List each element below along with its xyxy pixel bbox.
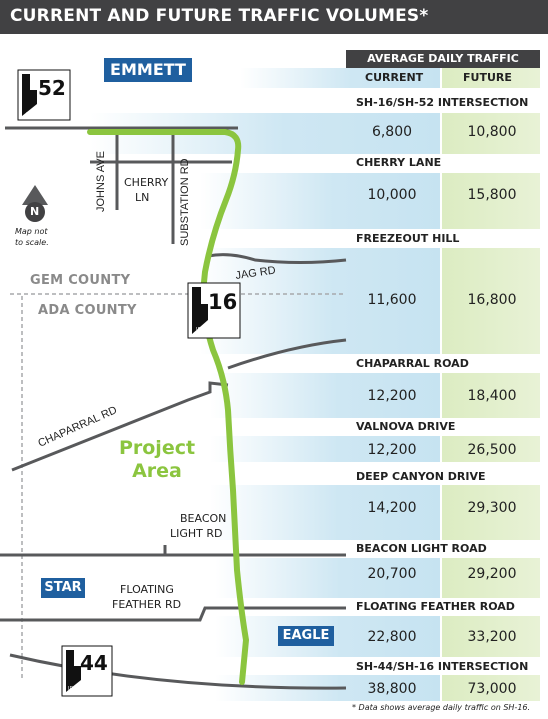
current-value: 38,800 [367, 681, 417, 697]
local-roads [0, 126, 347, 690]
footnote: * Data shows average daily traffic on SH… [352, 703, 531, 712]
shield-52-state: IDAHO [26, 112, 43, 118]
segment-label: CHAPARRAL ROAD [356, 357, 469, 370]
current-value: 12,200 [367, 442, 417, 458]
segment-label: DEEP CANYON DRIVE [356, 470, 486, 483]
future-column-header: FUTURE [463, 71, 512, 84]
north-arrow-icon [22, 185, 48, 222]
segment-label: CHERRY LANE [356, 156, 442, 169]
shield-52-number: 52 [38, 76, 66, 100]
current-value: 6,800 [371, 124, 413, 140]
current-value: 10,000 [367, 187, 417, 203]
current-column-header: CURRENT [365, 71, 424, 84]
scale-note-line1: Map not [15, 227, 48, 236]
idaho-shield-44-icon [61, 645, 113, 697]
page-title: CURRENT AND FUTURE TRAFFIC VOLUMES* [10, 6, 429, 26]
city-emmett-badge: EMMETT [104, 58, 192, 82]
cherry-ln-label-line2: LN [135, 191, 150, 204]
county-line [10, 293, 346, 680]
johns-ave-label: JOHNS AVE [95, 151, 107, 212]
table-header: AVERAGE DAILY TRAFFIC [367, 52, 519, 65]
current-value: 11,600 [367, 292, 417, 308]
future-value: 18,400 [467, 388, 517, 404]
current-value: 12,200 [367, 388, 417, 404]
current-value: 20,700 [367, 566, 417, 582]
future-value: 26,500 [467, 442, 517, 458]
current-value: 22,800 [367, 629, 417, 645]
project-route-sh16 [87, 129, 249, 685]
shield-44-state: IDAHO [68, 686, 85, 692]
jag-rd-label: JAG RD [235, 264, 277, 282]
table-header-bar: AVERAGE DAILY TRAFFIC [346, 50, 540, 68]
city-star-badge: STAR [41, 578, 85, 598]
beacon-light-label-line1: BEACON [180, 512, 227, 525]
future-value: 10,800 [467, 124, 517, 140]
current-value: 14,200 [367, 500, 417, 516]
shield-44-number: 44 [80, 651, 108, 675]
scale-note-line2: to scale. [15, 238, 49, 247]
future-value: 73,000 [467, 681, 517, 697]
city-eagle-badge: EAGLE [278, 626, 334, 646]
future-value: 29,200 [467, 566, 517, 582]
north-letter: N [30, 205, 40, 218]
shield-16-state: IDAHO [196, 327, 213, 333]
future-value: 29,300 [467, 500, 517, 516]
future-value: 16,800 [467, 292, 517, 308]
segment-label: SH-16/SH-52 INTERSECTION [356, 96, 529, 109]
future-value: 33,200 [467, 629, 517, 645]
floating-feather-label-line1: FLOATING [120, 583, 174, 596]
ada-county-label: ADA COUNTY [38, 303, 137, 318]
substation-rd-label: SUBSTATION RD [179, 158, 191, 246]
segment-label: FREEZEOUT HILL [356, 232, 460, 245]
future-value: 15,800 [467, 187, 517, 203]
cherry-ln-label-line1: CHERRY [124, 176, 169, 189]
floating-feather-label-line2: FEATHER RD [112, 598, 182, 611]
idaho-shield-52-icon [17, 69, 71, 121]
segment-label: SH-44/SH-16 INTERSECTION [356, 660, 529, 673]
segment-label: BEACON LIGHT ROAD [356, 542, 487, 555]
title-bar: CURRENT AND FUTURE TRAFFIC VOLUMES* [0, 0, 548, 34]
idaho-shield-16-icon [187, 282, 241, 339]
segment-label: VALNOVA DRIVE [356, 420, 456, 433]
project-area-label: Project Area [118, 437, 196, 482]
beacon-light-label-line2: LIGHT RD [170, 527, 223, 540]
shield-16-number: 16 [208, 290, 238, 314]
gem-county-label: GEM COUNTY [30, 273, 131, 288]
segment-label: FLOATING FEATHER ROAD [356, 600, 515, 613]
